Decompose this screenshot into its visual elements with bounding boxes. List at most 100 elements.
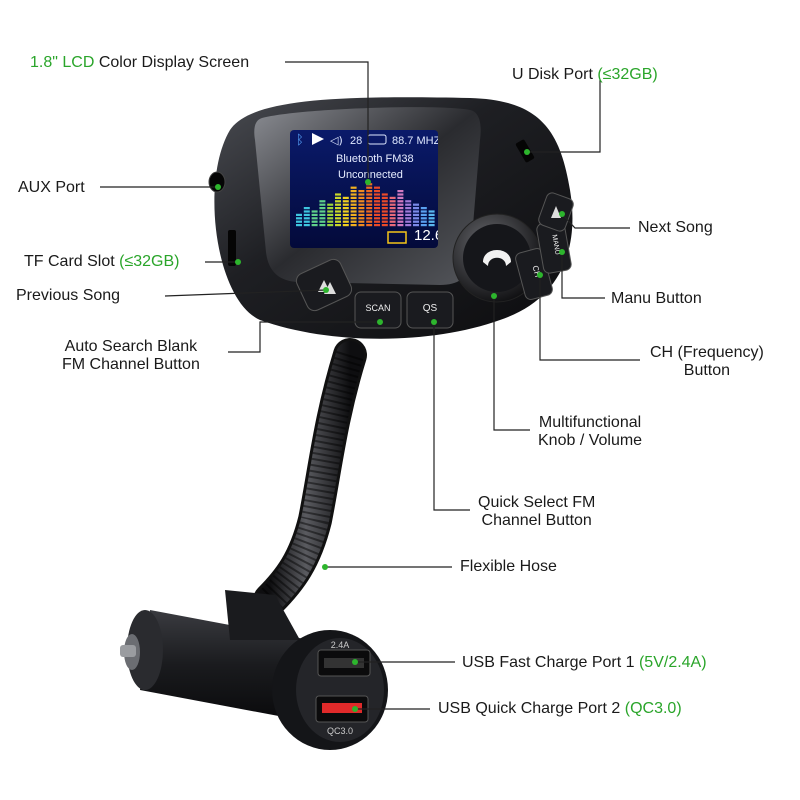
- play-icon: [312, 133, 324, 145]
- equalizer-segment: [319, 203, 326, 206]
- equalizer-segment: [327, 213, 334, 216]
- volume-icon: ◁): [330, 134, 343, 147]
- equalizer-segment: [335, 217, 341, 220]
- volume-level: 28: [350, 135, 362, 147]
- lcd-line-2: Unconnected: [338, 169, 403, 181]
- equalizer-segment: [389, 224, 396, 227]
- equalizer-segment: [381, 213, 388, 216]
- equalizer-segment: [366, 193, 373, 196]
- equalizer-segment: [389, 196, 396, 199]
- equalizer-segment: [342, 224, 349, 227]
- equalizer-segment: [342, 217, 349, 220]
- equalizer-segment: [303, 224, 310, 227]
- equalizer-segment: [405, 210, 412, 213]
- equalizer-segment: [413, 207, 419, 210]
- equalizer-segment: [335, 224, 341, 227]
- equalizer-segment: [397, 203, 404, 206]
- equalizer-segment: [335, 203, 341, 206]
- equalizer-segment: [389, 217, 396, 220]
- equalizer-segment: [358, 217, 365, 220]
- equalizer-bars: [296, 183, 435, 227]
- equalizer-segment: [319, 217, 326, 220]
- equalizer-segment: [428, 210, 435, 213]
- equalizer-segment: [335, 220, 341, 223]
- equalizer-segment: [358, 203, 365, 206]
- equalizer-segment: [381, 196, 388, 199]
- usb2-port-label: QC3.0: [327, 726, 353, 736]
- equalizer-segment: [374, 213, 380, 216]
- equalizer-segment: [374, 186, 380, 189]
- equalizer-segment: [389, 200, 396, 203]
- callout-manu-button: Manu Button: [611, 290, 702, 307]
- equalizer-segment: [358, 220, 365, 223]
- equalizer-segment: [374, 224, 380, 227]
- equalizer-segment: [374, 210, 380, 213]
- equalizer-segment: [374, 200, 380, 203]
- callout-tf-card-slot: TF Card Slot (≤32GB): [24, 253, 180, 270]
- ch-button-label: CH: [531, 265, 543, 279]
- battery-icon: [387, 231, 407, 244]
- scan-button-label: SCAN: [365, 303, 390, 313]
- equalizer-segment: [335, 200, 341, 203]
- equalizer-segment: [374, 220, 380, 223]
- equalizer-segment: [420, 220, 427, 223]
- equalizer-segment: [405, 213, 412, 216]
- equalizer-segment: [303, 217, 310, 220]
- tf-card-slot[interactable]: [228, 230, 236, 266]
- equalizer-segment: [319, 220, 326, 223]
- equalizer-segment: [366, 217, 373, 220]
- equalizer-segment: [342, 220, 349, 223]
- equalizer-segment: [420, 213, 427, 216]
- phone-icon: [483, 250, 511, 266]
- equalizer-segment: [350, 193, 357, 196]
- equalizer-segment: [327, 220, 334, 223]
- equalizer-segment: [428, 220, 435, 223]
- equalizer-segment: [350, 200, 357, 203]
- equalizer-segment: [296, 213, 302, 216]
- scan-button[interactable]: SCAN: [354, 291, 402, 329]
- equalizer-segment: [413, 217, 419, 220]
- equalizer-segment: [428, 217, 435, 220]
- next-song-button[interactable]: [537, 191, 575, 233]
- leader-lines: [100, 61, 640, 710]
- equalizer-segment: [374, 193, 380, 196]
- equalizer-segment: [420, 207, 427, 210]
- equalizer-segment: [303, 213, 310, 216]
- equalizer-segment: [405, 224, 412, 227]
- multifunction-knob[interactable]: [452, 213, 542, 303]
- equalizer-segment: [389, 220, 396, 223]
- equalizer-segment: [366, 203, 373, 206]
- lcd-line-1: Bluetooth FM38: [336, 153, 414, 165]
- equalizer-segment: [397, 196, 404, 199]
- equalizer-segment: [366, 213, 373, 216]
- equalizer-segment: [381, 193, 388, 196]
- equalizer-segment: [397, 220, 404, 223]
- equalizer-segment: [397, 213, 404, 216]
- equalizer-segment: [319, 224, 326, 227]
- equalizer-segment: [389, 203, 396, 206]
- equalizer-segment: [366, 224, 373, 227]
- manu-button-label: MANU: [550, 234, 560, 256]
- equalizer-segment: [405, 220, 412, 223]
- equalizer-segment: [296, 217, 302, 220]
- equalizer-segment: [358, 210, 365, 213]
- callout-aux-port: AUX Port: [18, 179, 85, 196]
- callout-multifunction-knob: Multifunctional Knob / Volume: [538, 414, 643, 449]
- equalizer-segment: [381, 210, 388, 213]
- flexible-hose: [253, 338, 367, 617]
- equalizer-segment: [381, 207, 388, 210]
- qs-button[interactable]: QS: [406, 291, 454, 329]
- equalizer-segment: [358, 190, 365, 193]
- equalizer-segment: [405, 200, 412, 203]
- equalizer-segment: [389, 207, 396, 210]
- equalizer-segment: [319, 210, 326, 213]
- equalizer-segment: [311, 210, 318, 213]
- callout-lcd-screen: 1.8" LCD Color Display Screen: [30, 54, 250, 71]
- callout-ch-button: CH (Frequency) Button: [650, 344, 764, 379]
- equalizer-segment: [397, 207, 404, 210]
- equalizer-segment: [335, 193, 341, 196]
- equalizer-segment: [350, 220, 357, 223]
- equalizer-segment: [335, 196, 341, 199]
- equalizer-segment: [428, 213, 435, 216]
- equalizer-segment: [358, 224, 365, 227]
